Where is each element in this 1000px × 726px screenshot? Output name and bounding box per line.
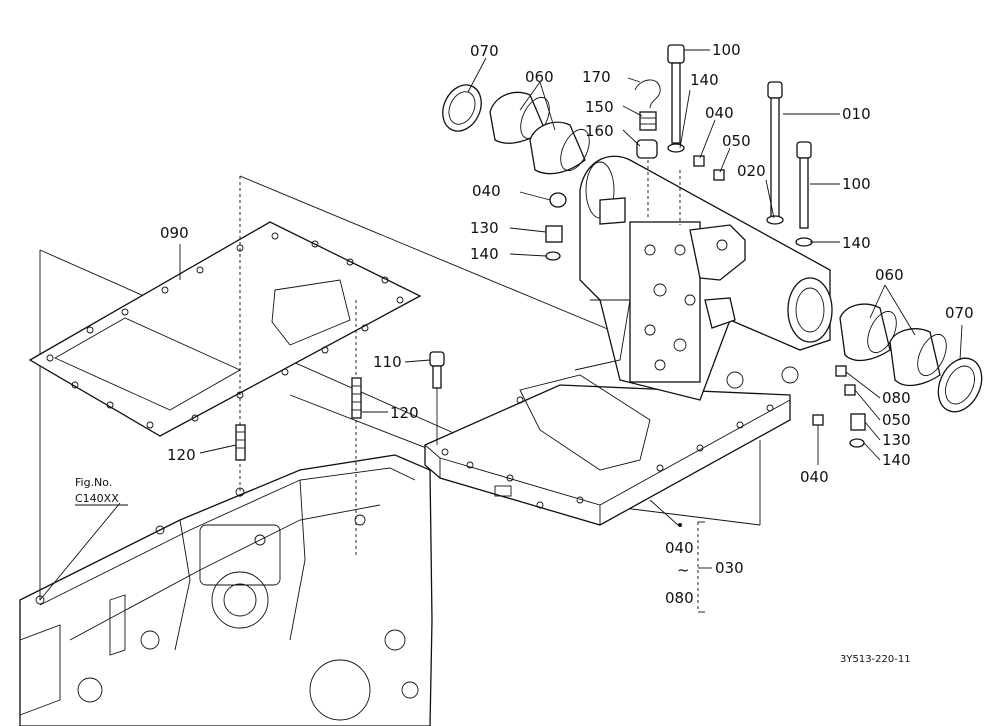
callout-040-range: 040 bbox=[665, 539, 694, 557]
callout-tilde: ~ bbox=[677, 561, 690, 579]
callout-140-left: 140 bbox=[470, 245, 499, 263]
callout-120-right: 120 bbox=[390, 404, 419, 422]
leader-lines bbox=[39, 49, 963, 613]
callout-040-bottom: 040 bbox=[800, 468, 829, 486]
callout-020: 020 bbox=[737, 162, 766, 180]
callout-110: 110 bbox=[373, 353, 402, 371]
callout-140-bottom: 140 bbox=[882, 451, 911, 469]
callout-060-right: 060 bbox=[875, 266, 904, 284]
callout-040-mid: 040 bbox=[472, 182, 501, 200]
cover-plate bbox=[424, 374, 791, 526]
callout-060-left: 060 bbox=[525, 68, 554, 86]
callout-130-left: 130 bbox=[470, 219, 499, 237]
callout-040-top: 040 bbox=[705, 104, 734, 122]
callout-120-left: 120 bbox=[167, 446, 196, 464]
callout-010: 010 bbox=[842, 105, 871, 123]
left-seal-and-bushings bbox=[442, 84, 590, 175]
callout-070-right: 070 bbox=[945, 304, 974, 322]
callout-090: 090 bbox=[160, 224, 189, 242]
callout-130-right: 130 bbox=[882, 431, 911, 449]
studs bbox=[235, 176, 362, 555]
callout-150: 150 bbox=[585, 98, 614, 116]
callout-070-left: 070 bbox=[470, 42, 499, 60]
callout-140-top: 140 bbox=[690, 71, 719, 89]
cylinder-body bbox=[574, 155, 833, 401]
callout-100-right: 100 bbox=[842, 175, 871, 193]
callout-100-top: 100 bbox=[712, 41, 741, 59]
callout-170: 170 bbox=[582, 68, 611, 86]
callout-labels: 070 060 170 150 160 100 140 040 050 010 … bbox=[160, 41, 974, 607]
callout-050-right: 050 bbox=[882, 411, 911, 429]
callout-140-right: 140 bbox=[842, 234, 871, 252]
figure-ref-line2: C140XX bbox=[75, 492, 119, 505]
callout-030: 030 bbox=[715, 559, 744, 577]
figure-ref-line1: Fig.No. bbox=[75, 476, 112, 489]
right-seal-and-bushings bbox=[429, 303, 983, 448]
callout-080-range: 080 bbox=[665, 589, 694, 607]
drawing-code: 3Y513-220-11 bbox=[840, 654, 911, 665]
callout-160: 160 bbox=[585, 122, 614, 140]
gasket bbox=[28, 221, 422, 437]
callout-050-top: 050 bbox=[722, 132, 751, 150]
callout-080: 080 bbox=[882, 389, 911, 407]
